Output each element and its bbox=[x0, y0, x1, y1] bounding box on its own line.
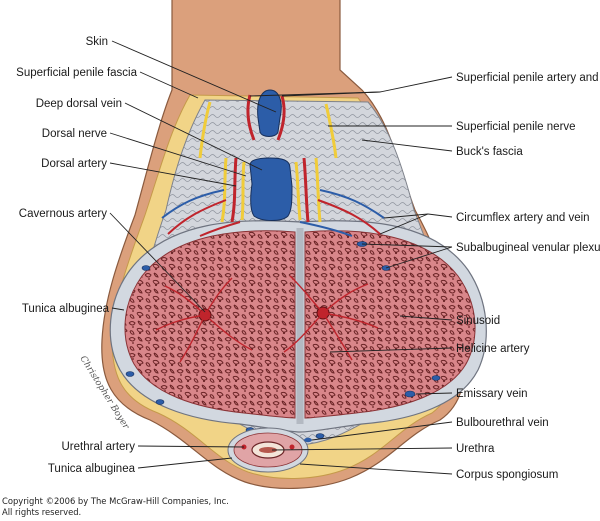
label-dorsal-nerve: Dorsal nerve bbox=[42, 128, 107, 140]
superficial-dorsal-vein-vessel bbox=[257, 89, 282, 137]
corpus-cavernosum-left bbox=[124, 230, 296, 419]
deep-dorsal-vein-vessel bbox=[249, 157, 293, 221]
corpus-cavernosum-right bbox=[304, 230, 476, 419]
copyright-line-1: Copyright ©2006 by The McGraw-Hill Compa… bbox=[2, 496, 229, 506]
label-urethral-artery: Urethral artery bbox=[62, 441, 136, 453]
label-sinusoid: Sinusoid bbox=[456, 315, 500, 327]
dorsal-arteries bbox=[230, 94, 310, 223]
left-labels: Skin Superficial penile fascia Deep dors… bbox=[16, 36, 137, 475]
dorsal-nerves bbox=[198, 101, 338, 223]
helicine-arteries bbox=[155, 275, 379, 363]
label-superficial-penile-artery-and-vein: Superficial penile artery and vein bbox=[456, 72, 600, 84]
label-skin: Skin bbox=[86, 36, 108, 48]
leader-lines bbox=[109, 40, 453, 475]
label-bulbourethral-vein: Bulbourethral vein bbox=[456, 417, 549, 429]
label-bucks-fascia: Buck's fascia bbox=[456, 146, 523, 158]
label-superficial-penile-fascia: Superficial penile fascia bbox=[16, 67, 137, 79]
label-circumflex-artery-and-vein: Circumflex artery and vein bbox=[456, 212, 590, 224]
label-tunica-albuginea-left: Tunica albuginea bbox=[22, 303, 110, 315]
label-corpus-spongiosum: Corpus spongiosum bbox=[456, 469, 558, 481]
label-cavernous-artery: Cavernous artery bbox=[19, 208, 107, 220]
label-emissary-vein: Emissary vein bbox=[456, 388, 528, 400]
label-deep-dorsal-vein: Deep dorsal vein bbox=[36, 98, 122, 110]
urethra-slit bbox=[259, 447, 277, 453]
bulbourethral-vein-vessel bbox=[304, 437, 312, 443]
circumflex-vessels bbox=[161, 189, 385, 237]
label-dorsal-artery: Dorsal artery bbox=[41, 158, 107, 170]
label-subalbugineal-venular-plexus: Subalbugineal venular plexus bbox=[456, 242, 600, 254]
urethral-artery-vessel-right bbox=[289, 444, 295, 450]
label-superficial-penile-nerve: Superficial penile nerve bbox=[456, 121, 576, 133]
copyright-notice: Copyright ©2006 by The McGraw-Hill Compa… bbox=[2, 496, 229, 517]
copyright-line-2: All rights reserved. bbox=[2, 506, 82, 517]
label-helicine-artery: Helicine artery bbox=[456, 343, 530, 355]
label-tunica-albuginea-bottom: Tunica albuginea bbox=[48, 463, 136, 475]
label-urethra: Urethra bbox=[456, 443, 495, 455]
right-labels: Superficial penile artery and vein Super… bbox=[456, 72, 600, 481]
